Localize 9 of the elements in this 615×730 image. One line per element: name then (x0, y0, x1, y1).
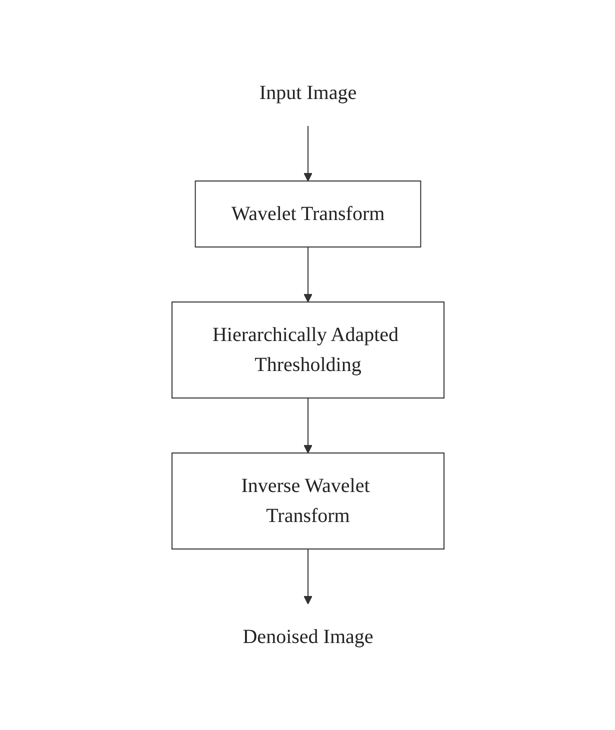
node-box: Inverse Wavelet Transform (171, 452, 444, 550)
arrow (303, 126, 312, 182)
arrow (303, 548, 312, 604)
node-box: Hierarchically Adapted Thresholding (171, 302, 444, 398)
arrow (303, 246, 312, 302)
node-box: Wavelet Transform (194, 180, 421, 248)
node-text: Denoised Image (242, 626, 373, 648)
arrow (303, 398, 312, 454)
node-text: Input Image (258, 82, 356, 104)
